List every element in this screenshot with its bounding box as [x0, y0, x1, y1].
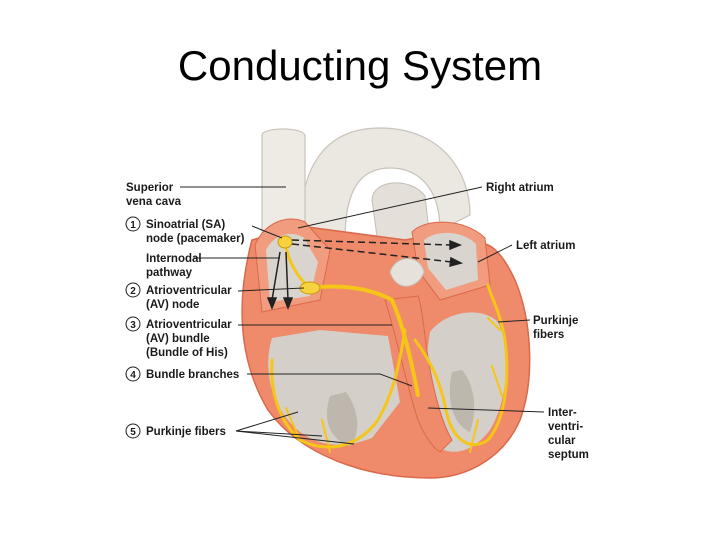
label-sa-node: 1 Sinoatrial (SA) node (pacemaker): [125, 216, 245, 245]
svg-text:1: 1: [130, 220, 136, 231]
svg-text:4: 4: [130, 370, 136, 381]
label-av-bundle: 3 Atrioventricular (AV) bundle (Bundle o…: [125, 316, 232, 359]
svg-text:Inter-: Inter-: [548, 407, 577, 419]
leader-lines: [180, 186, 545, 445]
svg-text:(AV) bundle: (AV) bundle: [146, 333, 210, 345]
svg-text:Right atrium: Right atrium: [486, 182, 554, 194]
svg-text:Purkinje: Purkinje: [533, 315, 578, 327]
label-av-node: 2 Atrioventricular (AV) node: [125, 282, 232, 311]
svg-text:3: 3: [130, 320, 136, 331]
label-right-atrium: Right atrium: [486, 182, 554, 194]
svg-text:2: 2: [130, 286, 136, 297]
label-superior-vena-cava: Superior vena cava: [126, 182, 182, 208]
sa-node-marker: [277, 235, 293, 249]
septum: [384, 295, 453, 453]
svg-text:fibers: fibers: [533, 329, 564, 341]
svg-text:5: 5: [130, 427, 136, 438]
svg-text:(AV) node: (AV) node: [146, 299, 199, 311]
conduction-pathway: [270, 240, 509, 453]
label-interventricular-septum: Inter- ventri- cular septum: [548, 407, 589, 461]
right-ventricle-chamber: [268, 330, 400, 445]
left-papillary-muscle: [449, 370, 475, 432]
label-internodal-pathway: Internodal pathway: [146, 253, 202, 279]
svg-text:vena cava: vena cava: [126, 196, 182, 208]
svg-text:Atrioventricular: Atrioventricular: [146, 319, 232, 331]
svg-text:cular: cular: [548, 435, 576, 447]
svg-text:pathway: pathway: [146, 267, 193, 279]
label-purkinje-fibers-left: 5 Purkinje fibers: [125, 423, 226, 439]
aorta-arch: [299, 127, 471, 241]
svg-text:Left atrium: Left atrium: [516, 240, 575, 252]
svg-text:Atrioventricular: Atrioventricular: [146, 285, 232, 297]
svg-text:(Bundle of His): (Bundle of His): [146, 347, 228, 359]
svg-text:septum: septum: [548, 449, 589, 461]
right-papillary-muscle: [326, 392, 358, 446]
svg-text:ventri-: ventri-: [548, 421, 583, 433]
internodal-arrows: [266, 239, 464, 311]
svg-text:Sinoatrial (SA): Sinoatrial (SA): [146, 219, 225, 231]
svg-text:Bundle branches: Bundle branches: [146, 369, 239, 381]
svg-text:node (pacemaker): node (pacemaker): [146, 233, 245, 245]
svg-text:Superior: Superior: [126, 182, 174, 194]
superior-vena-cava-vessel: [261, 128, 306, 241]
slide-title: Conducting System: [177, 42, 543, 89]
label-bundle-branches: 4 Bundle branches: [125, 366, 239, 382]
svg-text:Internodal: Internodal: [146, 253, 202, 265]
valve-cusps: [389, 258, 425, 287]
label-purkinje-fibers-right: Purkinje fibers: [533, 315, 578, 341]
heart-illustration: [241, 127, 531, 479]
svg-text:Purkinje fibers: Purkinje fibers: [146, 426, 226, 438]
label-left-atrium: Left atrium: [516, 240, 575, 252]
